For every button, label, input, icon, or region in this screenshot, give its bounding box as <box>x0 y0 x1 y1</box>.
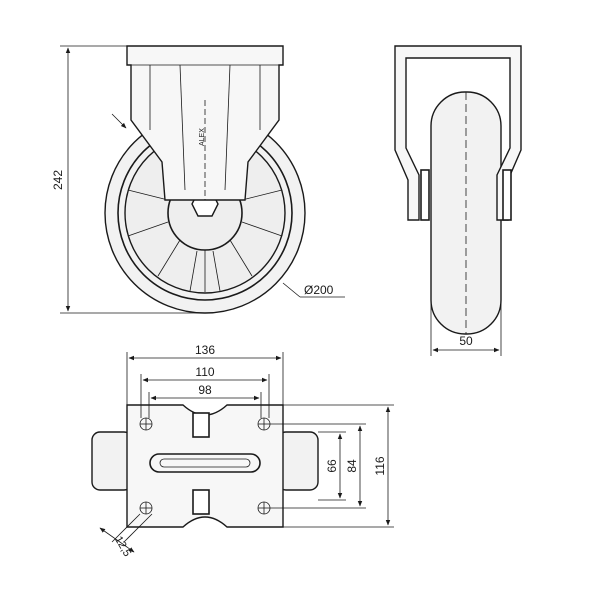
dim-bolt-depth-inner: 66 <box>325 459 339 473</box>
dim-bolt-hole: 12,5 <box>112 534 133 559</box>
side-view: 50 <box>394 45 522 356</box>
top-view: 136 110 98 116 84 66 12,5 <box>91 343 394 559</box>
top-wheel-left <box>91 431 133 491</box>
dim-wheel-diameter: Ø200 <box>304 283 334 297</box>
dim-bolt-depth-outer: 84 <box>345 459 359 473</box>
front-view: ALEX 242 Ø200 <box>51 45 345 314</box>
top-wheel-right <box>277 431 319 491</box>
top-nut-upper <box>192 412 210 438</box>
dim-wheel-width: 50 <box>459 334 473 348</box>
dim-bolt-spacing-inner: 98 <box>198 383 212 397</box>
brand-mark: ALEX <box>199 128 206 146</box>
dim-bolt-spacing-outer: 110 <box>195 365 214 379</box>
dim-plate-width: 136 <box>195 343 215 357</box>
wheel-spokes <box>127 189 283 292</box>
side-bracket <box>394 45 522 221</box>
top-nut-lower <box>192 489 210 515</box>
top-axle-slot <box>149 453 261 473</box>
dim-total-height: 242 <box>51 170 65 190</box>
dim-plate-depth: 116 <box>373 456 387 475</box>
